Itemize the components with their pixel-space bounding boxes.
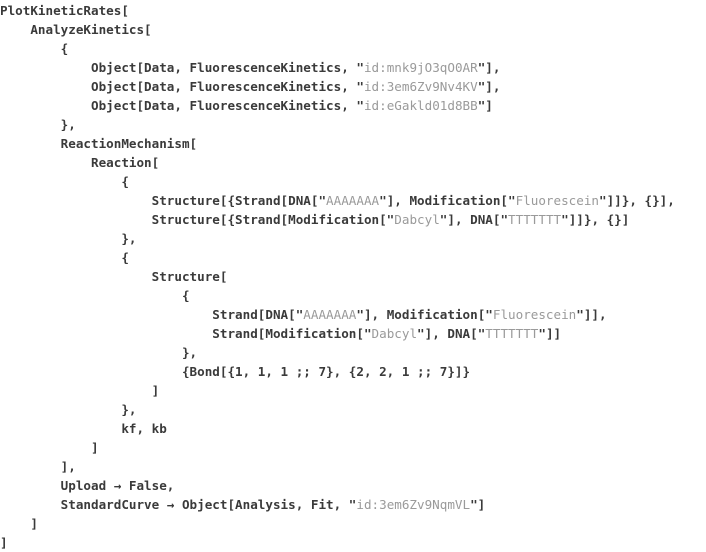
code-token: Structure[{Strand[Modification[" (0, 212, 395, 227)
code-token: "], (477, 79, 501, 94)
code-token: ] (0, 516, 38, 531)
code-token: }, (0, 345, 198, 360)
code-line: PlotKineticRates[ (0, 1, 675, 20)
code-token: }, (0, 117, 76, 132)
string-literal: TTTTTTT (508, 212, 562, 227)
code-line: Structure[{Strand[DNA["AAAAAAA"], Modifi… (0, 191, 675, 210)
code-token: ] (0, 440, 99, 455)
code-line: ] (0, 381, 675, 400)
code-line: { (0, 39, 675, 58)
code-line: Object[Data, FluorescenceKinetics, "id:3… (0, 77, 675, 96)
string-literal: Fluorescein (515, 193, 599, 208)
code-token: "], DNA[" (417, 326, 486, 341)
code-token: Reaction[ (0, 155, 160, 170)
code-token: { (0, 174, 129, 189)
string-literal: id:mnk9jO3qO0AR (363, 60, 478, 75)
code-line: StandardCurve → Object[Analysis, Fit, "i… (0, 495, 675, 514)
string-literal: AAAAAAA (326, 193, 380, 208)
code-token: kf, kb (0, 421, 167, 436)
code-token: ], (0, 459, 76, 474)
code-line: Strand[Modification["Dabcyl"], DNA["TTTT… (0, 324, 675, 343)
code-line: Strand[DNA["AAAAAAA"], Modification["Flu… (0, 305, 675, 324)
code-token: Strand[Modification[" (0, 326, 372, 341)
string-literal: AAAAAAA (303, 307, 357, 322)
code-line: AnalyzeKinetics[ (0, 20, 675, 39)
code-token: }, (0, 402, 137, 417)
code-token: { (0, 288, 190, 303)
code-token: ReactionMechanism[ (0, 136, 198, 151)
code-token: ] (0, 535, 8, 550)
code-line: Object[Data, FluorescenceKinetics, "id:m… (0, 58, 675, 77)
code-token: AnalyzeKinetics[ (0, 22, 152, 37)
code-line: Structure[ (0, 267, 675, 286)
code-token: Object[Data, FluorescenceKinetics, " (0, 60, 364, 75)
code-token: Object[Data, FluorescenceKinetics, " (0, 79, 364, 94)
string-literal: Fluorescein (492, 307, 577, 322)
code-line: {Bond[{1, 1, 1 ;; 7}, {2, 2, 1 ;; 7}]} (0, 362, 675, 381)
code-line: ] (0, 438, 675, 457)
code-line: { (0, 248, 675, 267)
code-token: ] (0, 383, 160, 398)
code-line: kf, kb (0, 419, 675, 438)
code-cell[interactable]: PlotKineticRates[ AnalyzeKinetics[ { Obj… (0, 1, 675, 552)
code-line: }, (0, 115, 675, 134)
code-token: "]], (576, 307, 607, 322)
code-line: Upload → False, (0, 476, 675, 495)
code-line: Object[Data, FluorescenceKinetics, "id:e… (0, 96, 675, 115)
code-token: Object[Data, FluorescenceKinetics, " (0, 98, 364, 113)
string-literal: id:3em6Zv9Nv4KV (363, 79, 478, 94)
code-token: "]] (538, 326, 562, 341)
string-literal: id:3em6Zv9NqmVL (356, 497, 471, 512)
code-token: { (0, 41, 69, 56)
code-token: PlotKineticRates[ (0, 3, 129, 18)
code-line: ] (0, 514, 675, 533)
code-line: Reaction[ (0, 153, 675, 172)
string-literal: Dabcyl (371, 326, 418, 341)
code-token: }, (0, 231, 137, 246)
code-token: {Bond[{1, 1, 1 ;; 7}, {2, 2, 1 ;; 7}]} (0, 364, 471, 379)
code-line: }, (0, 229, 675, 248)
code-line: ] (0, 533, 675, 552)
string-literal: id:eGakld01d8BB (363, 98, 478, 113)
code-line: ], (0, 457, 675, 476)
code-token: "]]}, {}], (599, 193, 675, 208)
code-token: Strand[DNA[" (0, 307, 304, 322)
code-token: Structure[{Strand[DNA[" (0, 193, 327, 208)
code-token: { (0, 250, 129, 265)
code-token: "] (477, 98, 493, 113)
code-token: "], (477, 60, 501, 75)
code-token: "], Modification[" (356, 307, 493, 322)
code-token: "], Modification[" (379, 193, 516, 208)
code-token: "], DNA[" (439, 212, 509, 227)
code-token: "] (470, 497, 486, 512)
code-line: ReactionMechanism[ (0, 134, 675, 153)
code-token: "]]}, {}] (561, 212, 630, 227)
code-line: }, (0, 400, 675, 419)
code-line: { (0, 286, 675, 305)
string-literal: TTTTTTT (485, 326, 539, 341)
string-literal: Dabcyl (394, 212, 440, 227)
code-line: { (0, 172, 675, 191)
code-token: Upload → False, (0, 478, 175, 493)
code-line: }, (0, 343, 675, 362)
code-token: StandardCurve → Object[Analysis, Fit, " (0, 497, 357, 512)
code-line: Structure[{Strand[Modification["Dabcyl"]… (0, 210, 675, 229)
code-token: Structure[ (0, 269, 228, 284)
